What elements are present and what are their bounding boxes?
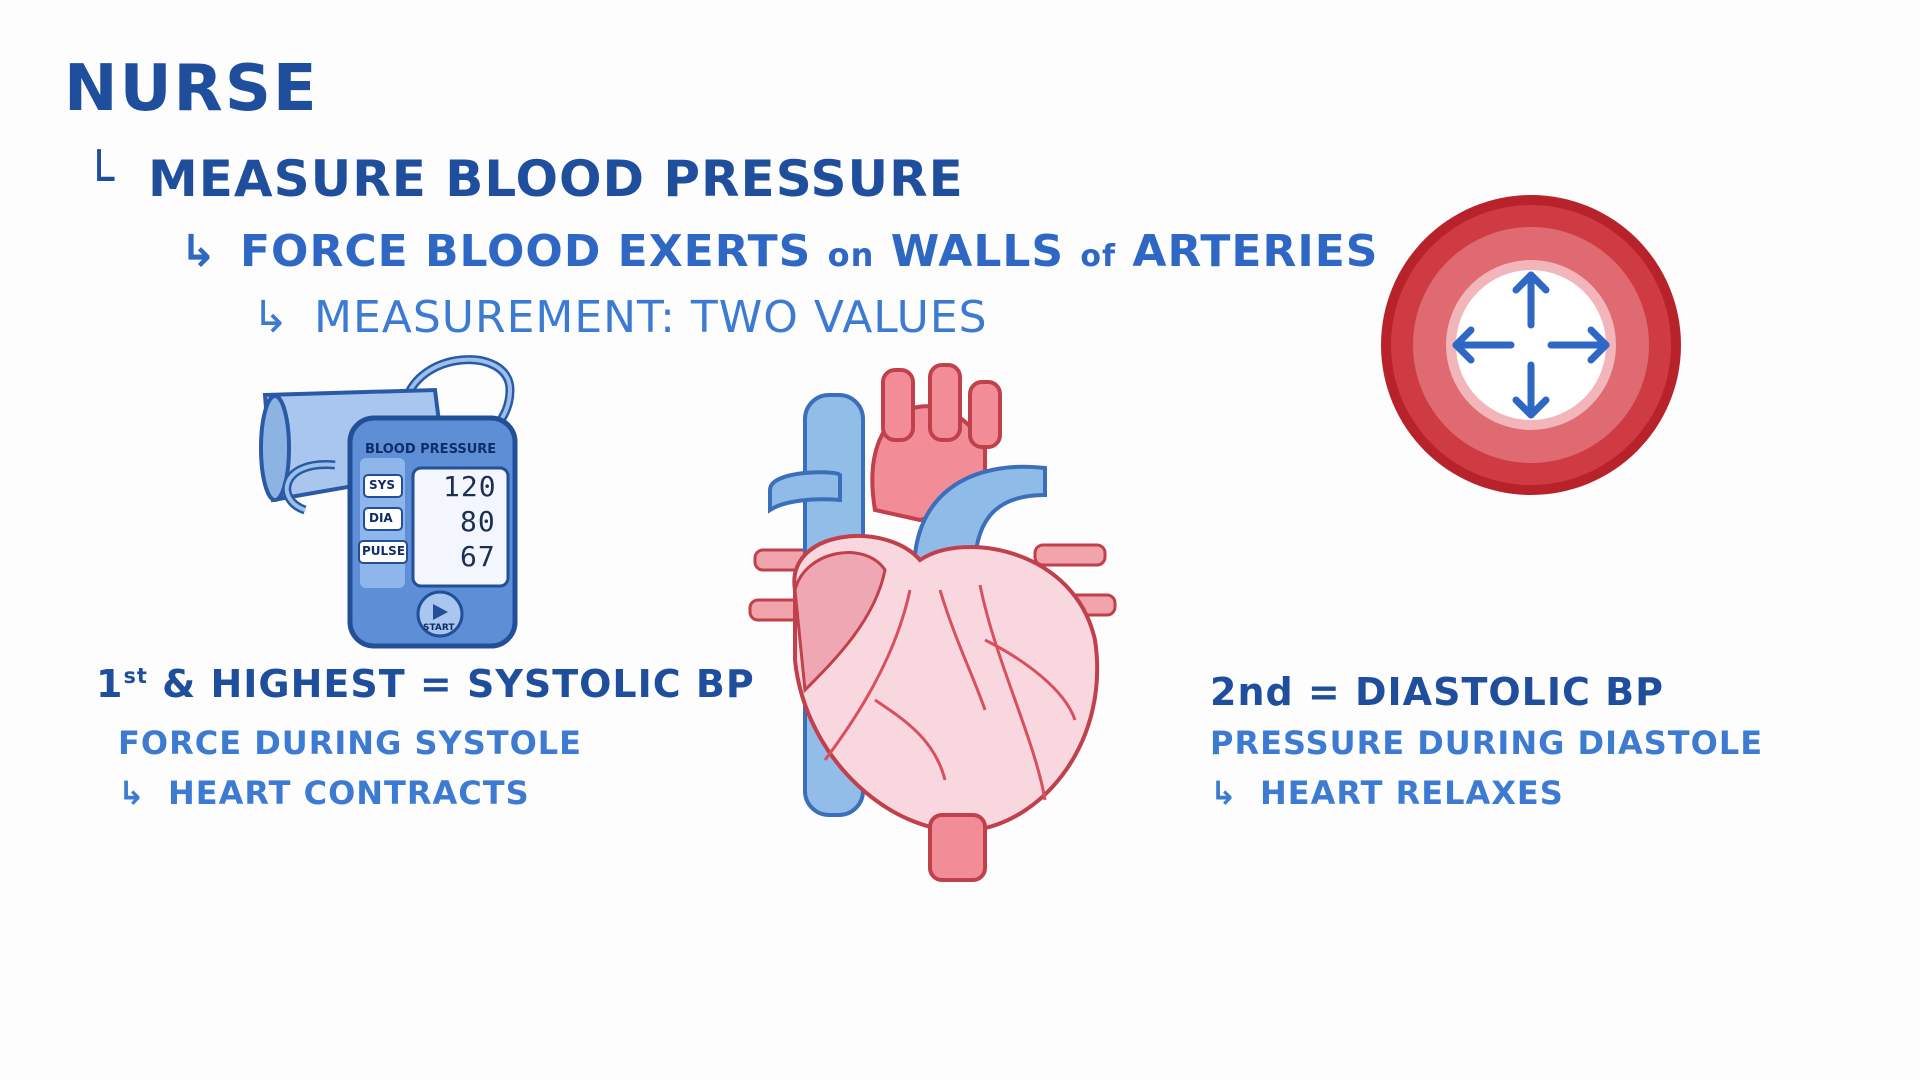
expand-arrows-icon (1376, 190, 1686, 504)
turn-arrow-icon: ↳ (252, 292, 290, 343)
turn-arrow-icon: ↳ (1210, 774, 1238, 812)
two-values-line: ↳MEASUREMENT: TWO VALUES (252, 292, 988, 343)
monitor-header: BLOOD PRESSURE (365, 442, 497, 457)
diastolic-line-2: ↳HEART RELAXES (1210, 774, 1564, 812)
start-label: START (423, 623, 455, 633)
bp-monitor-illustration: BLOOD PRESSURE SYS DIA PULSE 120 80 67 S… (255, 350, 525, 650)
pulse-label: PULSE (362, 544, 406, 558)
dia-label: DIA (369, 511, 393, 525)
turn-arrow-icon: ↳ (180, 226, 218, 277)
diastolic-heading: 2nd = DIASTOLIC BP (1210, 670, 1664, 714)
pulse-value: 67 (460, 540, 496, 573)
dia-value: 80 (460, 505, 496, 538)
turn-arrow-icon: ↳ (118, 774, 146, 812)
sys-value: 120 (443, 470, 497, 503)
systolic-line-1: FORCE DURING SYSTOLE (118, 724, 583, 762)
heart-illustration (745, 360, 1125, 890)
diastolic-line-1: PRESSURE DURING DIASTOLE (1210, 724, 1764, 762)
measure-bp-line: └MEASURE BLOOD PRESSURE (84, 150, 964, 208)
force-definition-line: ↳FORCE BLOOD EXERTS on WALLS of ARTERIES (180, 226, 1379, 277)
systolic-heading: 1st & HIGHEST = SYSTOLIC BP (96, 662, 755, 706)
systolic-line-2: ↳HEART CONTRACTS (118, 774, 530, 812)
artery-cross-section (1376, 190, 1686, 500)
page-title: NURSE (64, 52, 319, 126)
corner-arrow-icon: └ (84, 150, 116, 208)
sys-label: SYS (369, 478, 395, 492)
